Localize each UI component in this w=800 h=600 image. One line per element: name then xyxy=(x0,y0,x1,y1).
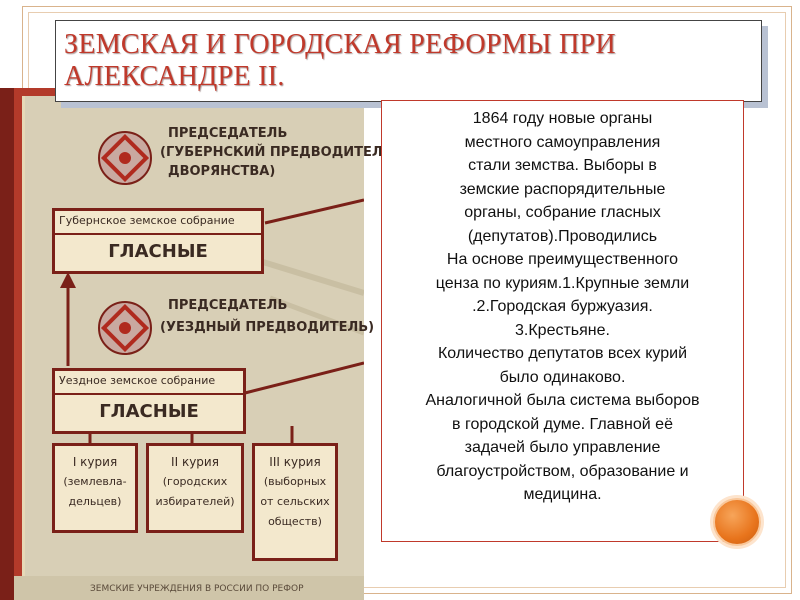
slide-title-line-1: ЗЕМСКАЯ И ГОРОДСКАЯ РЕФОРМЫ ПРИ xyxy=(64,29,616,60)
uezd-assembly-label: Уездное земское собрание xyxy=(55,371,243,395)
title-box: ЗЕМСКАЯ И ГОРОДСКАЯ РЕФОРМЫ ПРИ АЛЕКСАНД… xyxy=(55,20,762,102)
curia-1-title: I курия xyxy=(72,455,118,469)
deputies-top-label: ГЛАСНЫЕ xyxy=(108,241,208,262)
scheme-left-bar xyxy=(0,88,14,600)
info-line: На основе преимущественного xyxy=(446,251,679,268)
chairman-mid-label: ПРЕДСЕДАТЕЛЬ xyxy=(168,298,288,313)
info-line: (депутатов).Проводились xyxy=(467,227,658,245)
info-line: в городской думе. Главной её xyxy=(452,415,673,433)
info-line: местного самоуправления xyxy=(464,133,661,151)
chairman-top-label: ПРЕДСЕДАТЕЛЬ xyxy=(168,126,288,141)
curia-3-desc-cont: от сельских xyxy=(260,495,330,508)
info-line: Аналогичной была система выборов xyxy=(425,392,700,409)
info-line: ценза по куриям.1.Крупные земли xyxy=(435,274,690,292)
info-line: задачей было управление xyxy=(464,439,661,456)
info-line: Количество депутатов всех курий xyxy=(437,345,688,362)
curia-3-title: III курия xyxy=(269,455,321,469)
info-line: благоустройством, образование и xyxy=(436,462,689,480)
curia-2-desc-cont: избирателей) xyxy=(155,495,235,508)
curia-2-box: II курия (городских избирателей) xyxy=(146,443,244,533)
info-line: было одинаково. xyxy=(499,368,626,386)
chairman-top-role: (ГУБЕРНСКИЙ ПРЕДВОДИТЕЛЬ xyxy=(160,145,393,160)
curia-3-box: III курия (выборных от сельских обществ) xyxy=(252,443,338,561)
gub-assembly-box: Губернское земское собрание ГЛАСНЫЕ xyxy=(52,208,264,274)
curia-1-desc-cont: дельцев) xyxy=(68,495,122,508)
curia-3-desc: (выборных xyxy=(263,475,327,488)
gub-assembly-label: Губернское земское собрание xyxy=(55,211,261,235)
info-line: 3.Крестьяне. xyxy=(515,321,610,339)
info-line: земские распорядительные xyxy=(459,180,666,198)
info-line: 1864 году новые органы xyxy=(472,110,653,127)
slide-title-line-2: АЛЕКСАНДРЕ II. xyxy=(64,61,285,92)
chairman-top-role-cont: ДВОРЯНСТВА) xyxy=(168,164,276,179)
info-text-box: 1864 году новые органы местного самоупра… xyxy=(381,100,744,542)
curia-2-title: II курия xyxy=(171,455,219,469)
curia-1-desc: (землевла- xyxy=(63,475,127,488)
curia-2-desc: (городских xyxy=(162,475,228,488)
info-line: стали земства. Выборы в xyxy=(468,157,657,174)
chairman-mid-role: (УЕЗДНЫЙ ПРЕДВОДИТЕЛЬ) xyxy=(160,320,375,335)
curia-3-desc-end: обществ) xyxy=(268,515,322,528)
deputies-mid-label: ГЛАСНЫЕ xyxy=(99,401,199,422)
info-line: .2.Городская буржуазия. xyxy=(472,298,653,315)
curia-1-box: I курия (землевла- дельцев) xyxy=(52,443,138,533)
decorative-circle-icon xyxy=(713,498,761,546)
uezd-assembly-box: Уездное земское собрание ГЛАСНЫЕ xyxy=(52,368,246,434)
info-line: медицина. xyxy=(523,486,602,503)
info-line: органы, собрание гласных xyxy=(464,204,661,221)
scheme-caption: ЗЕМСКИЕ УЧРЕЖДЕНИЯ В РОССИИ ПО РЕФОР xyxy=(90,584,304,594)
